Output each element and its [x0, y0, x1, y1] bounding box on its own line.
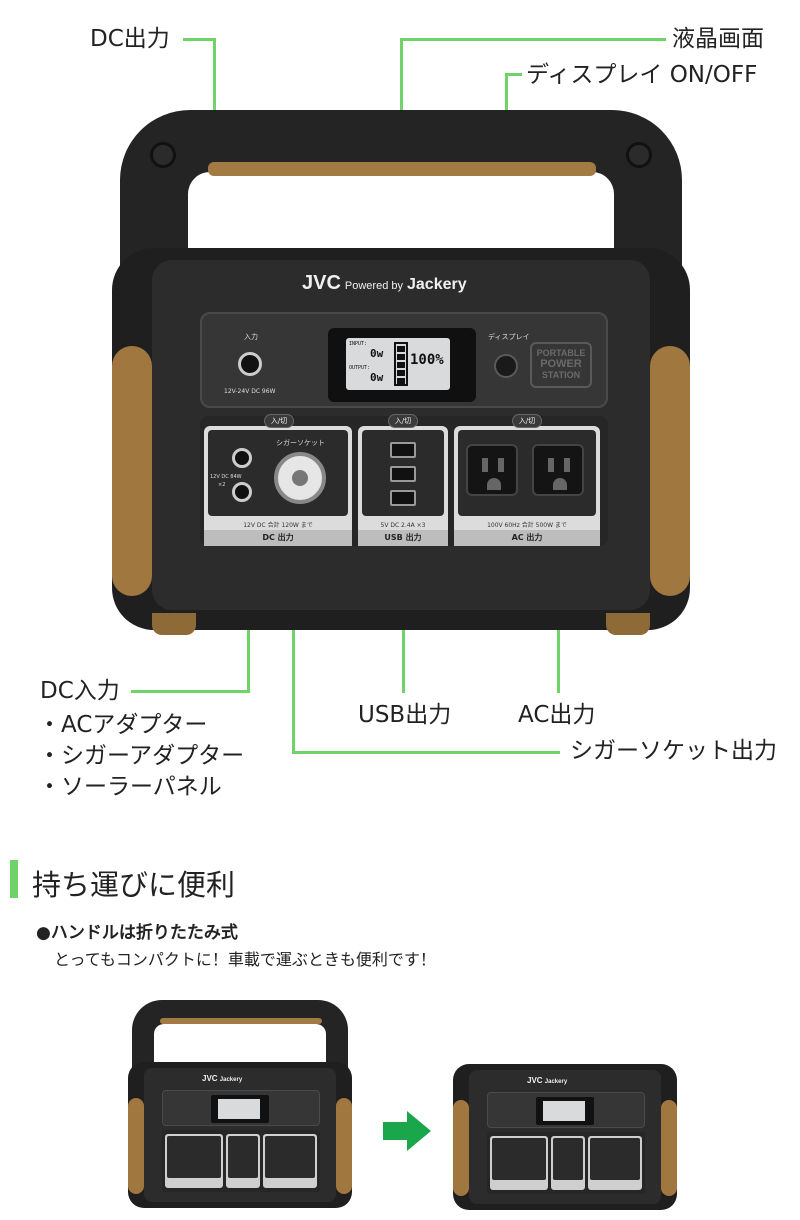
- dc-input-port-icon[interactable]: [238, 352, 262, 376]
- section-accent-bar: [10, 860, 18, 898]
- feature-description: とってもコンパクトに！車載で運ぶときも便利です！: [54, 950, 436, 969]
- dc-input-sources: ・ACアダプター ・シガーアダプター ・ソーラーパネル: [38, 710, 244, 803]
- battery-percent: 100%: [410, 352, 444, 368]
- usb-output-bay: 入/切 5V DC 2.4A ×3 USB 出力: [358, 414, 448, 546]
- display-toggle-label: ディスプレイ ON/OFF: [526, 62, 758, 88]
- dc-input-label: DC入力: [40, 678, 120, 704]
- leader-display-toggle: [505, 73, 522, 76]
- leader-dc-output: [183, 38, 215, 41]
- lcd-display: INPUT: 0w OUTPUT: 0w 100%: [328, 328, 476, 402]
- usb-output-title: USB 出力: [358, 530, 448, 546]
- station-handle-up-image: JVC Jackery: [128, 1000, 352, 1212]
- ac-outlet-icon[interactable]: [532, 444, 584, 496]
- input-label: 入力: [244, 333, 258, 341]
- lcd-screen-label: 液晶画面: [672, 26, 764, 52]
- ac-outlet-icon[interactable]: [466, 444, 518, 496]
- output-bays: 入/切 12V DC 84W ×2 シガーソケット 12V DC 合計 120W…: [200, 414, 608, 546]
- usb-output-label: USB出力: [358, 702, 452, 728]
- leader-cigar: [292, 512, 295, 754]
- ac-power-button[interactable]: 入/切: [512, 414, 542, 428]
- ac-output-bay: 入/切 100V 60Hz 合計 500W まで AC 出力: [454, 414, 600, 546]
- dc-output-label: DC出力: [90, 26, 170, 52]
- handle-grip: [208, 162, 596, 176]
- station-handle-folded-image: JVC Jackery: [453, 1064, 677, 1212]
- right-arrow-icon: [383, 1111, 431, 1151]
- bolt-icon: [626, 142, 652, 168]
- cigar-socket-icon[interactable]: [274, 452, 326, 504]
- top-control-panel: 入力 12V-24V DC 96W INPUT: 0w OUTPUT: 0w 1…: [200, 312, 608, 408]
- lcd-input-value: 0w: [370, 347, 384, 360]
- dc-output-title: DC 出力: [204, 530, 352, 546]
- lcd-output-value: 0w: [370, 371, 384, 384]
- usb-port-icon[interactable]: [390, 490, 416, 506]
- ac-output-label: AC出力: [518, 702, 596, 728]
- dc-output-bay: 入/切 12V DC 84W ×2 シガーソケット 12V DC 合計 120W…: [204, 414, 352, 546]
- jvc-logo: JVC Jackery: [202, 1074, 243, 1083]
- leader-dc-input: [131, 690, 249, 693]
- bolt-icon: [150, 142, 176, 168]
- left-bumper: [112, 346, 152, 596]
- dc-port-icon[interactable]: [232, 482, 252, 502]
- input-spec: 12V-24V DC 96W: [224, 388, 276, 395]
- usb-port-icon[interactable]: [390, 466, 416, 482]
- source-ac-adapter: ・ACアダプター: [38, 712, 208, 738]
- section-title: 持ち運びに便利: [32, 868, 236, 902]
- source-cigar-adapter: ・シガーアダプター: [38, 743, 245, 769]
- cigar-output-label: シガーソケット出力: [570, 738, 777, 764]
- display-label: ディスプレイ: [488, 333, 530, 341]
- portable-power-station-badge: PORTABLE POWER STATION: [530, 342, 592, 388]
- leader-lcd: [400, 38, 666, 41]
- jvc-logo: JVC Jackery: [527, 1076, 568, 1085]
- battery-icon: [394, 342, 408, 386]
- dc-power-button[interactable]: 入/切: [264, 414, 294, 428]
- leader-cigar: [292, 751, 560, 754]
- ac-output-title: AC 出力: [454, 530, 600, 546]
- usb-power-button[interactable]: 入/切: [388, 414, 418, 428]
- feature-title: ●ハンドルは折りたたみ式: [36, 923, 238, 943]
- source-solar-panel: ・ソーラーパネル: [38, 774, 222, 800]
- display-button-icon[interactable]: [494, 354, 518, 378]
- cigar-label: シガーソケット: [276, 439, 325, 447]
- dc-port-icon[interactable]: [232, 448, 252, 468]
- right-bumper: [650, 346, 690, 596]
- usb-port-icon[interactable]: [390, 442, 416, 458]
